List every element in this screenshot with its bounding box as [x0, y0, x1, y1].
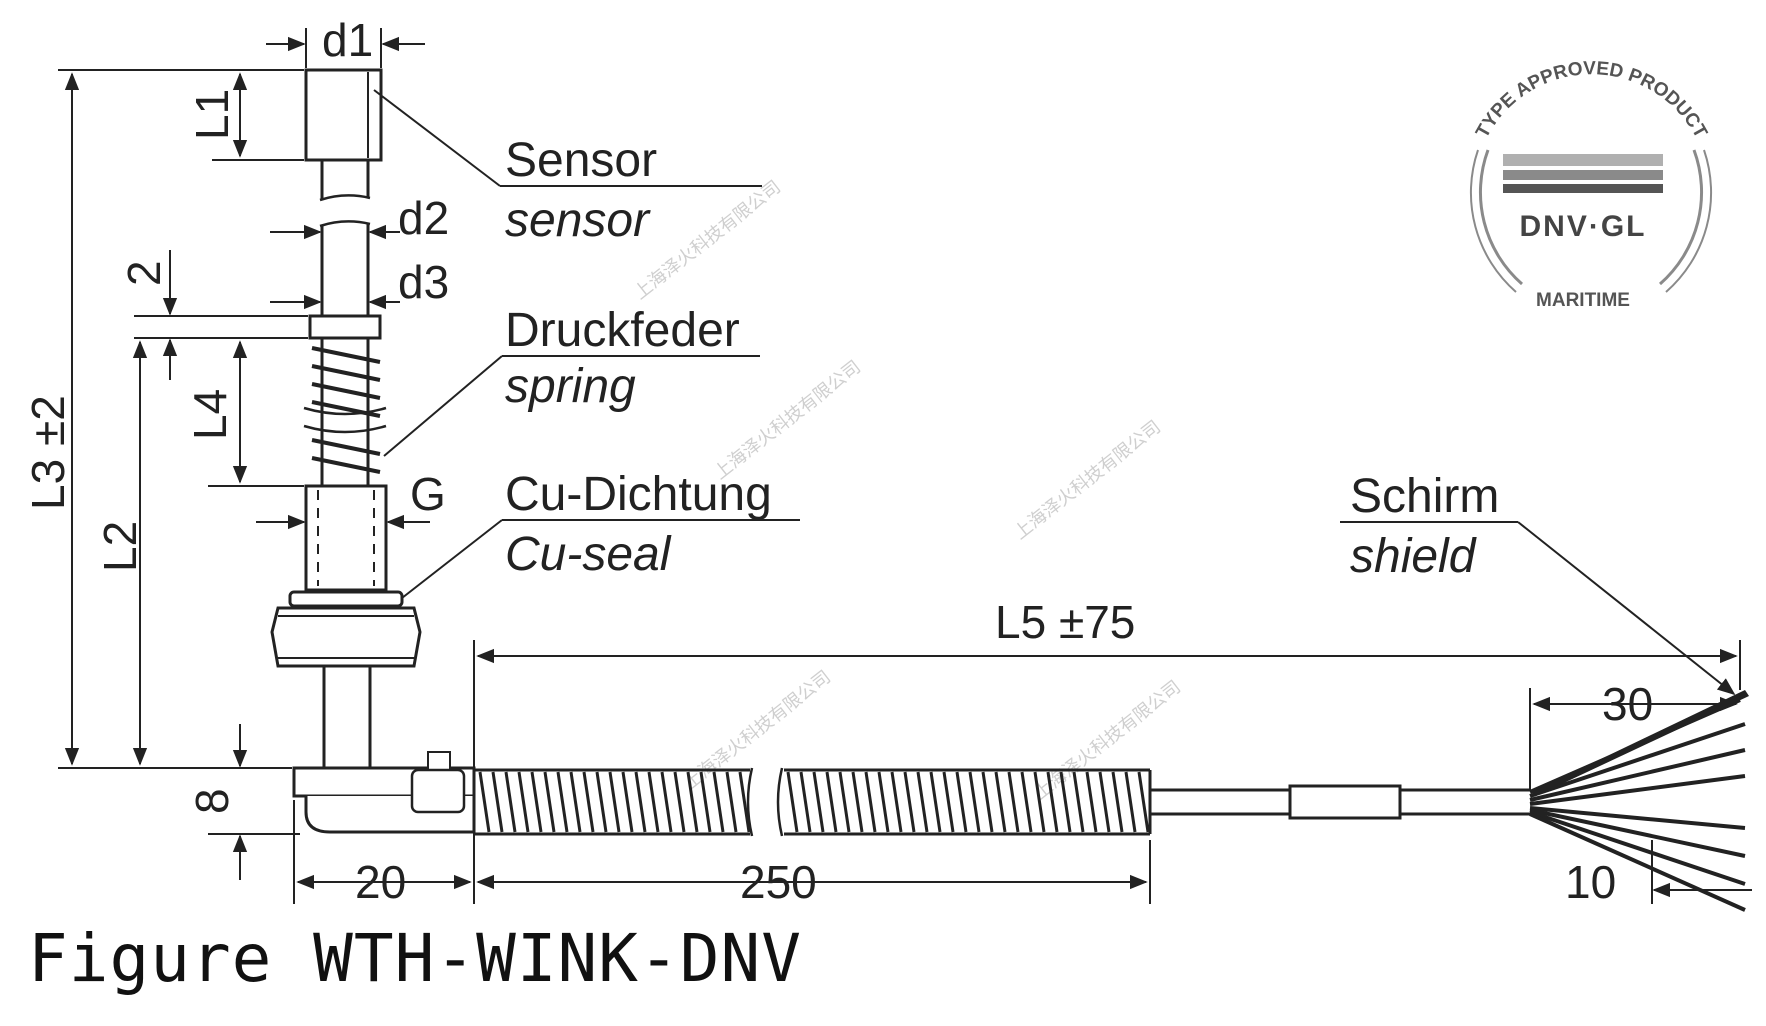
cable-coil: [543, 771, 556, 833]
cable-coil: [686, 771, 699, 833]
dim-30: 30: [1602, 678, 1653, 730]
cable-coil: [929, 771, 942, 833]
dim-d3: d3: [398, 256, 449, 308]
cable-coil: [569, 771, 582, 833]
cable-coil: [478, 771, 491, 833]
cable-coil: [877, 771, 890, 833]
watermark: 上海泽火科技有限公司: [1010, 417, 1165, 544]
cable-coil: [903, 771, 916, 833]
label-seal: Cu-Dichtung: [505, 468, 772, 521]
dim-d2: d2: [398, 192, 449, 244]
figure-caption: Figure WTH-WINK-DNV: [28, 920, 802, 997]
dim-l3: L3 ±2: [22, 395, 74, 510]
cable-coil: [994, 771, 1007, 833]
cable-coil: [1033, 771, 1046, 833]
label-sensor: Sensor: [505, 134, 657, 187]
cable-coil: [673, 771, 686, 833]
cable-coil: [647, 771, 660, 833]
dim-2: 2: [118, 260, 170, 286]
dim-d1: d1: [322, 14, 373, 66]
cable-coil: [660, 771, 673, 833]
cable-coil: [864, 771, 877, 833]
cable-coil: [825, 771, 838, 833]
watermark: 上海泽火科技有限公司: [1030, 677, 1185, 804]
cable-coil: [1072, 771, 1085, 833]
armored-cable: [474, 690, 1749, 912]
watermark: 上海泽火科技有限公司: [710, 357, 865, 484]
badge-logo: DNV·GL: [1520, 210, 1647, 243]
dim-l4: L4: [184, 389, 236, 440]
label-shield-en: shield: [1350, 530, 1477, 583]
cable-coil: [942, 771, 955, 833]
badge-stripe: [1503, 184, 1663, 193]
badge-sub: MARITIME: [1536, 290, 1630, 311]
cable-coil: [634, 771, 647, 833]
cable-coil: [955, 771, 968, 833]
cable-coil: [738, 771, 751, 833]
cable-coil: [838, 771, 851, 833]
cable-coil: [491, 771, 504, 833]
dim-l1: L1: [186, 89, 238, 140]
badge-stripe: [1503, 154, 1663, 166]
cable-coil: [1137, 771, 1150, 833]
watermark: 上海泽火科技有限公司: [630, 177, 785, 304]
watermark: 上海泽火科技有限公司: [680, 667, 835, 794]
leader-lines: [373, 89, 1736, 696]
dim-20: 20: [355, 856, 406, 908]
cable-coil: [712, 771, 725, 833]
sensor-probe: [270, 68, 476, 834]
dimension-lines: [58, 28, 1752, 904]
cable-coil: [1085, 771, 1098, 833]
dim-10: 10: [1565, 856, 1616, 908]
cable-coil: [556, 771, 569, 833]
badge-arc-text: TYPE APPROVED PRODUCT: [1472, 58, 1711, 142]
cable-coil: [530, 771, 543, 833]
cable-coil: [517, 771, 530, 833]
cable-coil: [504, 771, 517, 833]
cable-coil: [1059, 771, 1072, 833]
cable-coil: [725, 771, 738, 833]
cable-coil: [1111, 771, 1124, 833]
cable-coil: [1007, 771, 1020, 833]
badge-stripe: [1503, 170, 1663, 180]
cable-coil: [812, 771, 825, 833]
label-spring-en: spring: [505, 360, 636, 413]
label-spring: Druckfeder: [505, 304, 740, 357]
cable-coil: [608, 771, 621, 833]
cable-coil: [621, 771, 634, 833]
dnv-gl-badge: TYPE APPROVED PRODUCT DNV·GL MARITIME: [1469, 58, 1713, 311]
dim-8: 8: [186, 788, 238, 814]
cable-coil: [582, 771, 595, 833]
cable-coil: [890, 771, 903, 833]
dim-250: 250: [740, 856, 817, 908]
cable-coil: [799, 771, 812, 833]
cable-coil: [595, 771, 608, 833]
cable-coil: [699, 771, 712, 833]
label-seal-en: Cu-seal: [505, 528, 672, 581]
cable-coil: [1020, 771, 1033, 833]
dim-l2: L2: [94, 521, 146, 572]
cable-coil: [1046, 771, 1059, 833]
cable-coil: [916, 771, 929, 833]
cable-coil: [1124, 771, 1137, 833]
cable-coil: [786, 771, 799, 833]
cable-coil: [851, 771, 864, 833]
cable-coil: [1098, 771, 1111, 833]
cable-coil: [981, 771, 994, 833]
dim-g: G: [410, 468, 446, 520]
label-shield: Schirm: [1350, 470, 1499, 523]
cable-coil: [968, 771, 981, 833]
label-sensor-en: sensor: [505, 194, 651, 247]
dim-l5: L5 ±75: [995, 596, 1135, 648]
